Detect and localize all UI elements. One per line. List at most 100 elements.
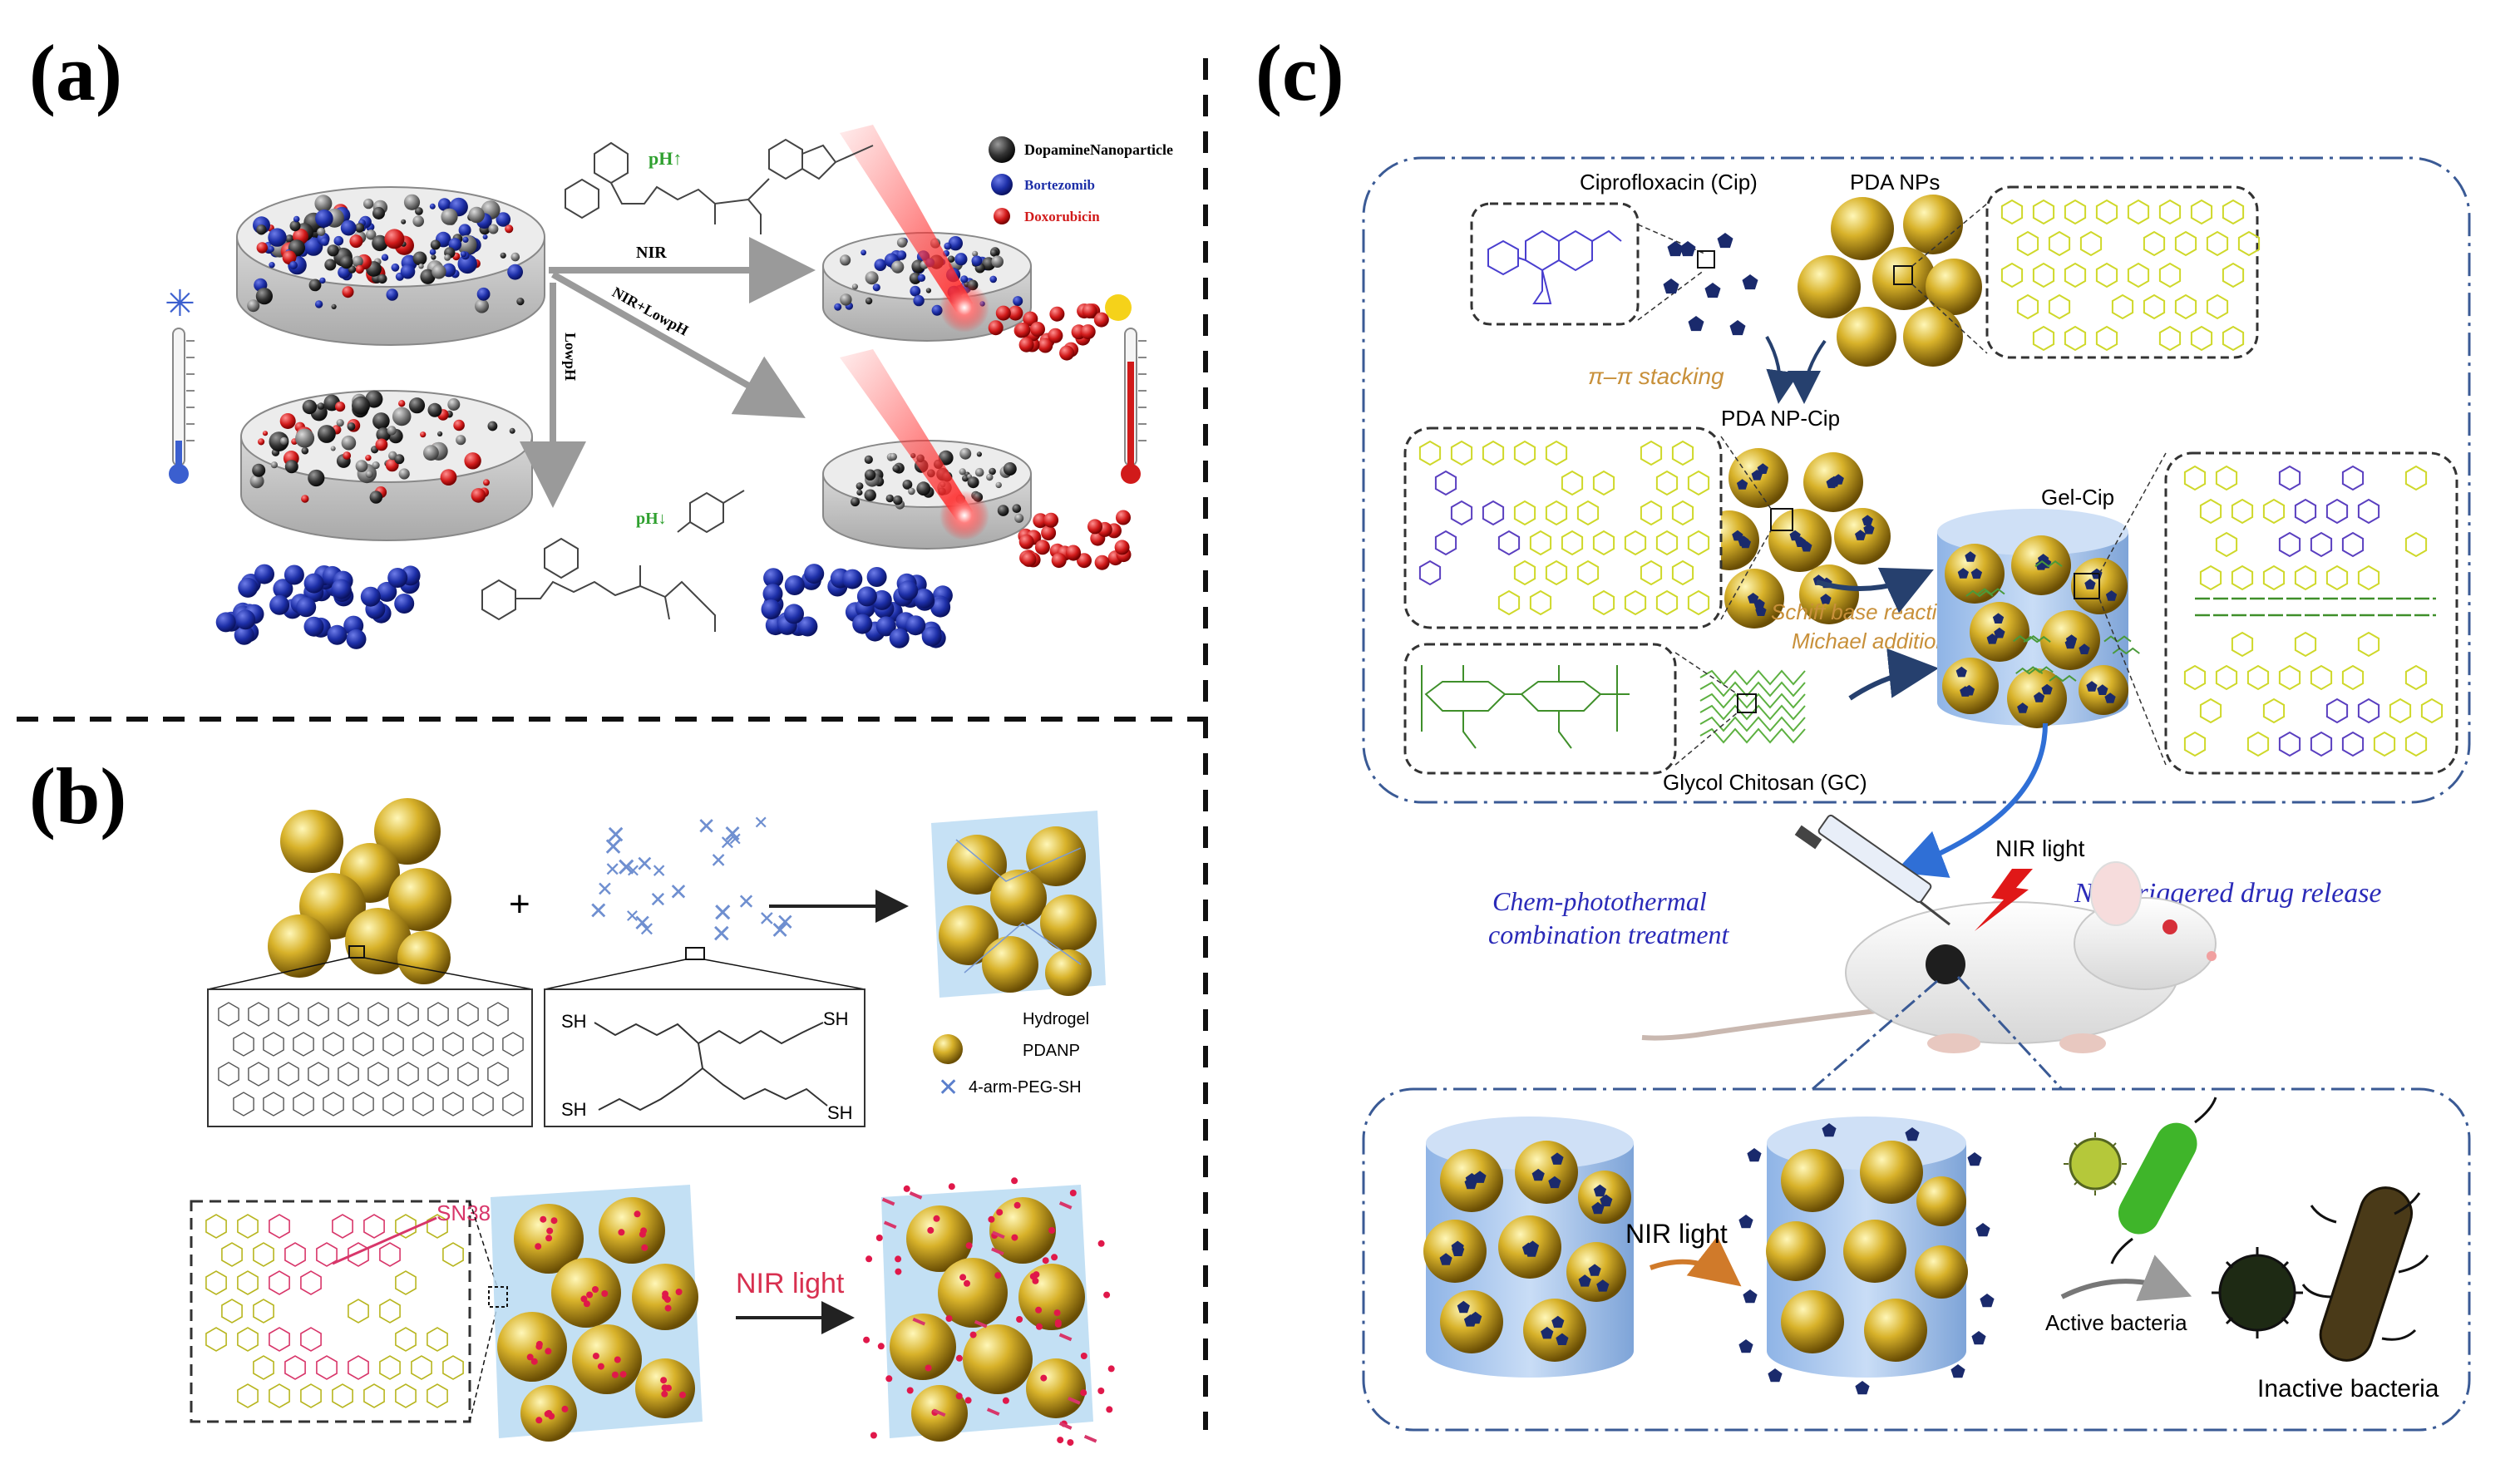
dish-particle [258, 438, 265, 446]
pda-nanoparticle [906, 1205, 973, 1272]
arrow-nir-lowph [551, 271, 806, 418]
legend-bortezomib-marker [991, 174, 1013, 195]
sn38-molecule [675, 1289, 683, 1295]
drug-particle [1093, 312, 1109, 328]
panel-b-label: (b) [29, 752, 126, 840]
chemical-ring [2190, 325, 2213, 352]
chemical-ring [263, 1032, 284, 1057]
released-sn38-molecule [1103, 1291, 1111, 1299]
chemical-ring [2278, 465, 2301, 491]
four-arm-peg-molecules: ✕✕✕✕✕✕✕✕✕✕✕✕✕✕✕✕✕✕✕✕✕✕✕✕✕✕ [589, 813, 795, 949]
released-sn38-molecule [881, 1197, 895, 1206]
schiff-base-label: Schiff base reaction [1771, 599, 1960, 624]
sn38-molecule [601, 1290, 609, 1297]
chemical-ring [269, 1383, 290, 1408]
released-sn38-molecule [1048, 1227, 1056, 1234]
dish-particle [902, 480, 913, 490]
released-sn38-molecule [1051, 1254, 1058, 1261]
chemical-ring [442, 1092, 464, 1117]
released-sn38-molecule [964, 1279, 970, 1287]
dish-particle [352, 396, 370, 415]
drug-particle [394, 594, 415, 614]
dish-particle [856, 482, 864, 490]
hydrogel-cube [931, 811, 1106, 998]
released-sn38-molecule [1002, 1397, 1009, 1404]
chemical-ring [323, 1032, 344, 1057]
dish-particle [995, 481, 1002, 489]
legend-peg-label: 4-arm-PEG-SH [969, 1078, 1082, 1097]
chemical-ring [1418, 440, 1442, 466]
dish-particle [431, 254, 436, 260]
dish-particle [456, 435, 466, 446]
drug-particle [1080, 324, 1096, 340]
dish-particle [885, 494, 895, 503]
dish-particle [293, 215, 300, 223]
peg-cross-icon: ✕ [719, 831, 736, 855]
chemical-ring [348, 1355, 369, 1380]
cip-molecule [1801, 540, 1812, 552]
dish-particle [288, 261, 298, 269]
dish-particle [913, 294, 925, 307]
dish-particle [500, 252, 506, 259]
peg-cross-icon: ✕ [633, 909, 652, 937]
pda-structure-box-c [1985, 185, 2261, 359]
laser-beam-top [840, 125, 973, 312]
cip-molecule [1578, 1274, 1591, 1287]
nir-light-label-bottom: NIR light [1625, 1219, 1728, 1249]
dish-particle [864, 469, 876, 481]
sn38-pointer [332, 1216, 437, 1265]
michael-addition-label: Michael addition [1792, 629, 1948, 653]
released-sn38-molecule [945, 1315, 953, 1322]
released-cip-molecule [1747, 1148, 1762, 1162]
bortezomib-structure-top [565, 138, 874, 234]
dish-particle [381, 254, 389, 261]
chemical-ring [2373, 731, 2396, 757]
peg-cross-icon: ✕ [649, 888, 668, 913]
dish-particle [279, 436, 288, 446]
drug-particle [1034, 540, 1050, 555]
legend-pdanp-label: PDANP [1023, 1042, 1080, 1060]
sn38-molecule [580, 1295, 588, 1303]
pda-nanoparticle [963, 1324, 1033, 1394]
chemical-ring [248, 1062, 269, 1087]
dish-particle [301, 446, 309, 455]
syringe-icon [1794, 814, 1950, 926]
dish-particle [420, 431, 427, 438]
dish-particle [369, 490, 382, 504]
drug-particle [804, 564, 825, 584]
cip-molecule [1704, 283, 1721, 298]
dish-loaded [236, 186, 545, 346]
dish-particle [891, 260, 905, 274]
chemical-ring [1561, 530, 1584, 556]
chemical-ring [2048, 230, 2071, 257]
chemical-ring [2158, 325, 2182, 352]
released-sn38-molecule [964, 1397, 972, 1404]
drug-particle [852, 614, 873, 634]
dish-particle [989, 467, 996, 476]
chemical-ring [2199, 564, 2222, 591]
chemical-ring [218, 1002, 239, 1027]
dish-particle [340, 219, 357, 236]
dish-particle [967, 476, 979, 489]
dish-particle [339, 255, 353, 269]
released-sn38-molecule [875, 1235, 883, 1241]
tumor-site [1926, 944, 1965, 984]
drug-particle [1087, 519, 1102, 535]
dish-particle [516, 298, 525, 306]
dish-particle [279, 413, 296, 429]
peg-cross-icon: ✕ [710, 849, 727, 873]
ph-up-label: pH↑ [648, 148, 682, 169]
released-sn38-molecule [912, 1317, 926, 1326]
drug-particle [1021, 551, 1037, 567]
released-sn38-molecule [1067, 1439, 1074, 1447]
chemical-ring [2262, 564, 2286, 591]
dish-particle [427, 402, 442, 417]
dish-particle [295, 428, 315, 448]
released-sn38-molecule [865, 1255, 873, 1263]
chemical-ring [1576, 560, 1600, 586]
chemical-ring [278, 1002, 299, 1027]
inactive-bacteria [2212, 1186, 2429, 1362]
dish-particle [874, 259, 887, 272]
chemical-ring [316, 1242, 338, 1267]
released-sn38-molecule [1054, 1320, 1062, 1328]
